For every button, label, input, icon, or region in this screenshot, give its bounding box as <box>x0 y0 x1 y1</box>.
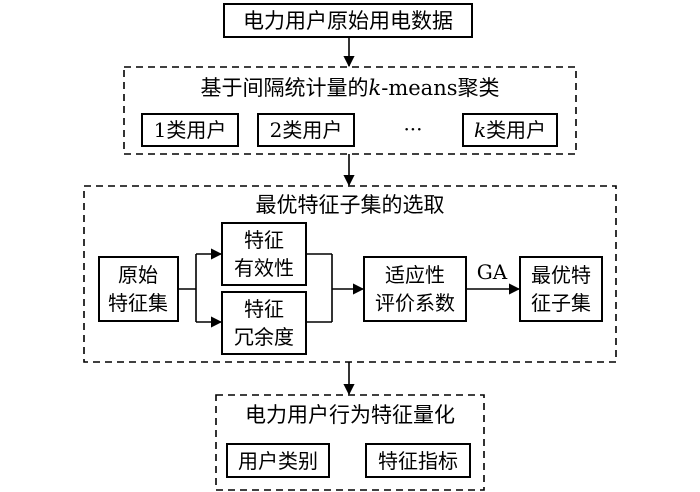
fitness-box <box>363 256 467 322</box>
optimal-subset-line1: 最优特 <box>531 263 591 287</box>
cluster-k-label: k类用户 <box>474 118 546 142</box>
cluster-ellipsis: ··· <box>403 117 422 141</box>
original-features-box <box>98 256 179 322</box>
selection-title: 最优特征子集的选取 <box>256 193 445 217</box>
fitness-line2: 评价系数 <box>375 291 455 315</box>
feature-index-box <box>365 443 471 478</box>
optimal-subset-box <box>519 256 603 322</box>
fitness-line1: 适应性 <box>385 263 445 287</box>
ga-label: GA <box>477 260 508 284</box>
feature-validity-line2: 有效性 <box>234 256 294 280</box>
cluster-1-label: 1类用户 <box>154 118 227 142</box>
feature-validity-line1: 特征 <box>244 228 284 252</box>
user-category-box <box>226 443 330 478</box>
clustering-container <box>123 66 577 155</box>
cluster-1-box <box>141 113 239 147</box>
clustering-title: 基于间隔统计量的k-means聚类 <box>201 76 500 100</box>
selection-container <box>83 185 617 363</box>
cluster-k-box <box>462 113 558 147</box>
quantification-title: 电力用户行为特征量化 <box>245 403 455 427</box>
feature-redundancy-box <box>221 291 307 355</box>
quantification-container <box>215 394 485 491</box>
cluster-2-label: 2类用户 <box>270 118 343 142</box>
user-category-label: 用户类别 <box>238 449 318 473</box>
original-features-line1: 原始 <box>118 263 158 287</box>
feature-redundancy-line1: 特征 <box>244 297 284 321</box>
optimal-subset-line2: 征子集 <box>531 291 591 315</box>
raw-data-box <box>223 3 473 38</box>
feature-redundancy-line2: 冗余度 <box>234 325 294 349</box>
original-features-line2: 特征集 <box>108 291 168 315</box>
raw-data-label: 电力用户原始用电数据 <box>243 9 453 33</box>
cluster-2-box <box>257 113 355 147</box>
feature-index-label: 特征指标 <box>378 449 458 473</box>
